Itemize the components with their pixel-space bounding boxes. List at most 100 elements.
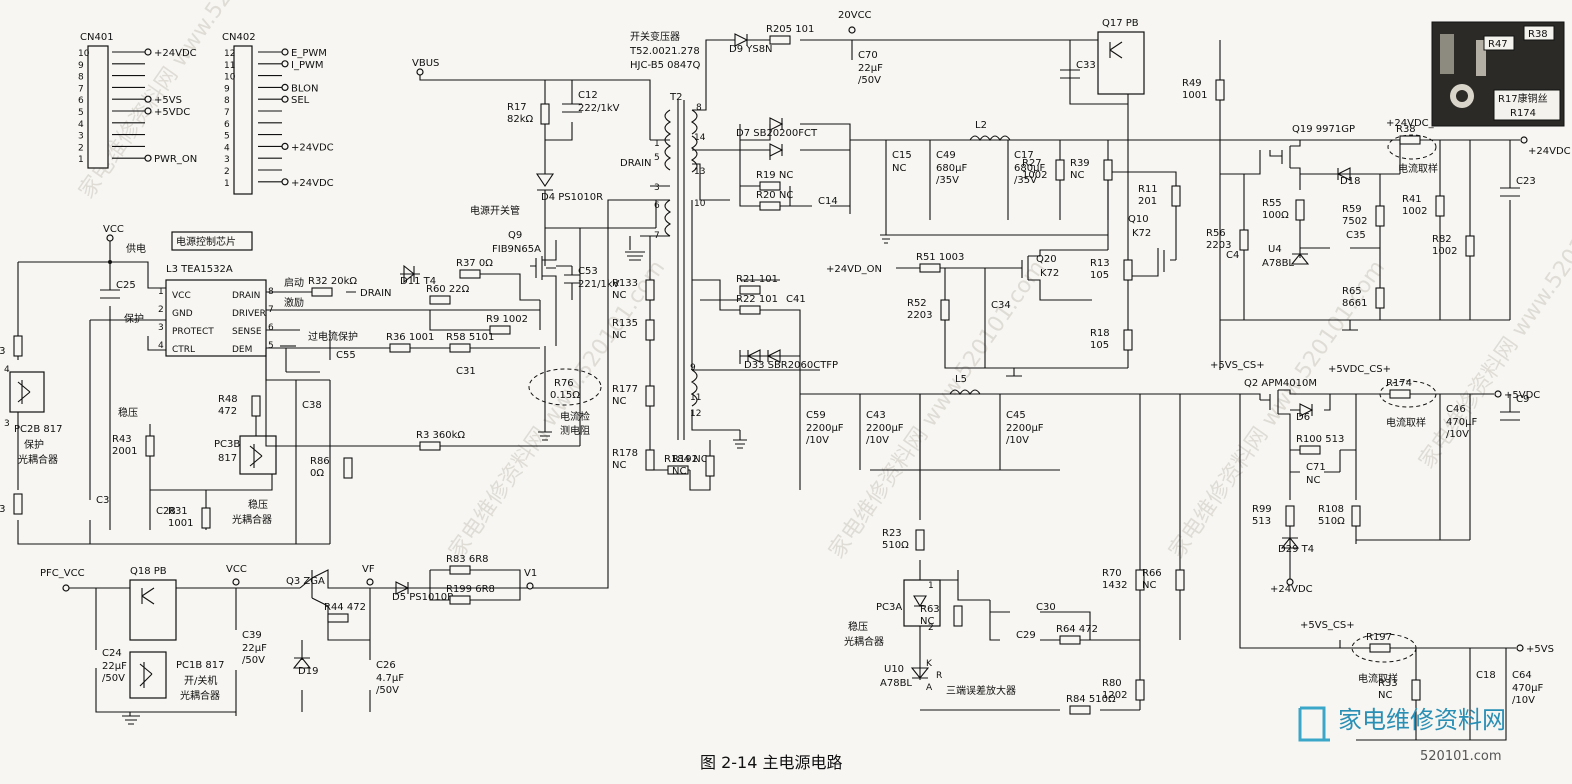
q2-wires xyxy=(1220,389,1494,580)
part-ref: R192 xyxy=(672,454,698,465)
part-value: 2203 xyxy=(907,310,932,321)
part-ref: D6 xyxy=(1296,412,1310,423)
transformer-part: T52.0021.278 xyxy=(629,46,700,57)
out5vdc-terminal xyxy=(1494,390,1502,398)
part-value: NC xyxy=(1378,690,1392,701)
err-amp-label: 三端误差放大器 xyxy=(946,684,1016,697)
part-ref: C12 xyxy=(578,90,598,101)
ic-pin-name: SENSE xyxy=(232,327,262,337)
part-ref: C45 xyxy=(1006,410,1026,421)
connector-pin-number: 1 xyxy=(224,179,230,189)
connector-pin-number: 2 xyxy=(78,143,84,153)
mosfet-part: FIB9N65A xyxy=(492,244,541,255)
connector-label: CN402 xyxy=(222,32,256,43)
error-amp-wires xyxy=(919,394,1181,711)
part-value: NC xyxy=(612,460,626,471)
transformer-desc: 开关变压器 xyxy=(630,30,680,43)
resistor-symbol xyxy=(1375,287,1385,309)
part-ref: R23 xyxy=(882,528,902,539)
opto-desc: 稳压 xyxy=(248,498,268,511)
part-ref: C31 xyxy=(456,366,476,377)
net-label: SEL xyxy=(291,95,310,106)
q10-ref: Q10 xyxy=(1128,214,1149,225)
dual-diode-d7-icon xyxy=(769,117,784,157)
u4-ref: U4 xyxy=(1268,244,1282,255)
sample-label: 电流取样 xyxy=(1398,162,1438,175)
part-value: 7502 xyxy=(1342,216,1367,227)
opto-ref: PC3A xyxy=(876,602,902,613)
part-ref: R38 xyxy=(1396,124,1416,135)
net-label: +24VDC xyxy=(154,48,197,59)
transistor-q17: Q17 PB xyxy=(1097,18,1145,95)
part-ref: R18 xyxy=(1090,328,1110,339)
ic-pin-name: VCC xyxy=(172,291,191,301)
part-value: 1002 xyxy=(1022,170,1047,181)
resistor-symbol xyxy=(705,455,715,477)
mosfet-desc: 电源开关管 xyxy=(470,204,520,217)
part-value: 1003 xyxy=(0,346,5,357)
transformer-pin-number: 1 xyxy=(654,139,660,149)
part-value: 680μF xyxy=(1014,163,1045,174)
resistor-symbol xyxy=(1135,679,1145,701)
part-value: NC xyxy=(892,163,906,174)
q19-ref: Q19 9971GP xyxy=(1292,124,1355,135)
resistor-symbol xyxy=(489,325,511,335)
part-value: 513 xyxy=(1252,516,1271,527)
net-terminal xyxy=(281,178,289,186)
transformer-t2: 开关变压器 T52.0021.278 HJC-B5 0847Q T2 DRAIN… xyxy=(620,30,706,440)
transformer-pin-number: 11 xyxy=(690,393,701,403)
part-value: 2001 xyxy=(112,446,137,457)
part-value: /10V xyxy=(806,435,829,446)
part-ref: R197 xyxy=(1366,632,1392,643)
cs24-label: +24VDC_CS+ xyxy=(1386,118,1455,129)
part-ref: C39 xyxy=(242,630,262,641)
resistor-symbol xyxy=(419,441,441,451)
part-ref: R43 xyxy=(112,434,132,445)
u10-ref: U10 xyxy=(884,664,904,675)
transformer-pin-number: 12 xyxy=(690,409,701,419)
resistor-symbol xyxy=(1239,229,1249,251)
bulk-cap-wires xyxy=(880,140,1109,244)
part-ref: R86 xyxy=(310,456,330,467)
net-label: +5VDC xyxy=(154,107,190,118)
q9-source-wires xyxy=(544,265,580,432)
optocoupler-pc2b: 4 3 PC2B 817 保护 光耦合器 xyxy=(4,365,63,466)
connector-pin-number: 8 xyxy=(224,96,230,106)
resistor-symbol xyxy=(389,343,411,353)
resistor-symbol xyxy=(1465,235,1475,257)
in24-terminal xyxy=(1286,578,1294,586)
connector-pin-number: 9 xyxy=(224,84,230,94)
net-terminal xyxy=(144,107,152,115)
part-ref: C25 xyxy=(116,280,136,291)
resistor-symbol xyxy=(1399,135,1421,145)
junction-dot xyxy=(108,260,112,264)
net-terminal xyxy=(281,48,289,56)
resistor-symbol xyxy=(645,449,655,471)
part-ref: R177 xyxy=(612,384,638,395)
connector-pin-number: 4 xyxy=(78,120,84,130)
q20-part: K72 xyxy=(1040,268,1059,279)
resistor-symbol xyxy=(343,457,353,479)
part-ref: C34 xyxy=(991,300,1011,311)
part-ref: R17 xyxy=(507,102,527,113)
opto-name: PC2B 817 xyxy=(14,424,63,435)
supply-label: 供电 xyxy=(126,242,146,255)
vcc-label: VCC xyxy=(103,224,124,235)
connector-pin-number: 3 xyxy=(224,155,230,165)
transformer-ref: T2 xyxy=(669,92,682,103)
part-ref: R100 513 xyxy=(1296,434,1344,445)
vcc2-label: VCC xyxy=(226,564,247,575)
part-ref: C70 xyxy=(858,50,878,61)
part-ref: C38 xyxy=(302,400,322,411)
opto-name: PC3B xyxy=(214,439,240,450)
part-ref: R32 20kΩ xyxy=(308,276,357,287)
part-ref: C4 xyxy=(1226,250,1239,261)
component-photo-inset: R47 R38 R17康铜丝 R174 xyxy=(1431,21,1565,127)
ic-pin-number: 5 xyxy=(268,341,274,351)
shunt-u10-icon xyxy=(910,667,930,679)
part-value: 510Ω xyxy=(1318,516,1345,527)
part-value: NC xyxy=(1142,580,1156,591)
rail-20v-label: 20VCC xyxy=(838,10,872,21)
